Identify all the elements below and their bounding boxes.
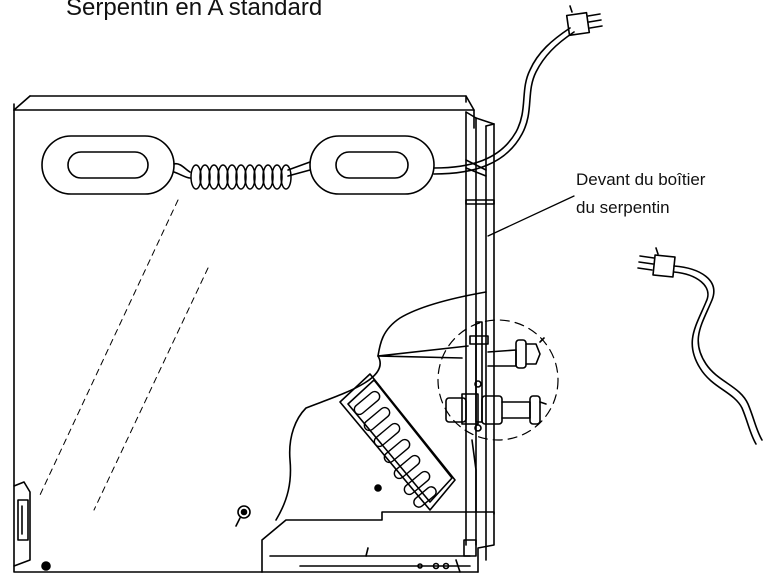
lower-left-bracket [13, 481, 31, 567]
callout-label: Devant du boîtier du serpentin [576, 166, 705, 222]
diagram-title: Serpentin en A standard [66, 0, 323, 21]
coil-fin-pack [339, 373, 456, 511]
drain-pan [261, 511, 495, 573]
cutaway-outline [275, 291, 487, 521]
refrigerant-fittings [445, 321, 547, 513]
loose-wire-harness [673, 265, 763, 445]
loose-connector-plug [637, 247, 676, 278]
callout-leader [487, 195, 575, 237]
top-connector-plug [565, 5, 603, 37]
fasteners [41, 505, 251, 571]
callout-line-2: du serpentin [576, 198, 670, 217]
dashed-guides [39, 199, 209, 511]
top-wire-harness [433, 27, 575, 177]
heater-elements [41, 135, 435, 195]
callout-line-1: Devant du boîtier [576, 170, 706, 189]
cabinet-panel [13, 95, 475, 573]
detail-circle [437, 319, 559, 441]
coiled-wire [190, 164, 292, 190]
